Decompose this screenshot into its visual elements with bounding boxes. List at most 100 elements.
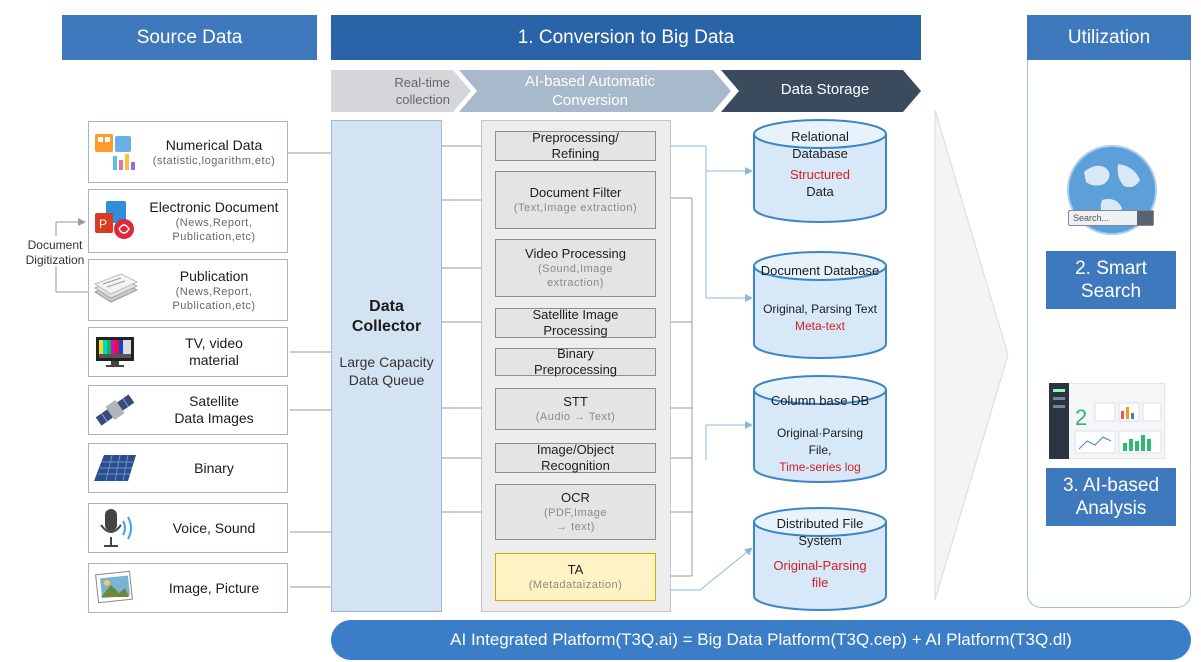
paper-stack-icon [89, 272, 141, 308]
distributed-fs-label: Distributed File System Original-Parsing… [752, 515, 888, 591]
calculator-chart-icon [89, 132, 141, 172]
photo-icon [89, 569, 141, 607]
relational-db-cylinder [753, 119, 887, 223]
stage-storage-shape [721, 70, 921, 112]
search-input[interactable]: Search... [1068, 210, 1154, 226]
source-binary: Binary [88, 443, 288, 493]
process-title: Binary Preprocessing [533, 346, 618, 377]
microphone-icon [89, 507, 141, 549]
source-title: Electronic Document [149, 198, 279, 215]
process-satellite-image: Satellite Image Processing [495, 307, 656, 338]
db-title: Distributed File System [776, 516, 864, 548]
stage-storage: Data Storage [740, 81, 910, 101]
source-tv-video: TV, video material [88, 327, 288, 377]
header-conversion-label: 1. Conversion to Big Data [517, 26, 735, 48]
source-title: Numerical Data [165, 136, 263, 153]
process-subtitle: (Metadataization) [528, 579, 623, 591]
tv-monitor-icon [89, 335, 141, 369]
source-numerical-data: Numerical Data (statistic,logarithm,etc) [88, 121, 288, 183]
db-red-text: Time-series log [779, 460, 861, 474]
header-conversion: 1. Conversion to Big Data [331, 15, 921, 60]
process-title: Satellite Image Processing [532, 307, 619, 338]
process-ta: TA (Metadataization) [495, 553, 656, 601]
footer-platform-banner: AI Integrated Platform(T3Q.ai) = Big Dat… [331, 620, 1191, 660]
stage-ai-line2: Conversion [552, 92, 628, 109]
source-publication: Publication (News,Report, Publication,et… [88, 259, 288, 321]
office-documents-icon: P [89, 199, 141, 243]
process-title: STT [563, 394, 588, 409]
process-title: Image/Object Recognition [536, 442, 615, 473]
document-digitization-label: Document Digitization [14, 238, 96, 268]
stage-ai-shape [459, 70, 731, 112]
smart-search-button[interactable]: 2. Smart Search [1046, 251, 1176, 309]
process-subtitle: (PDF,Image → text) [543, 507, 608, 533]
stage-realtime: Real-time collection [340, 74, 450, 110]
process-document-filter: Document Filter (Text,Image extraction) [495, 171, 656, 229]
svg-text:2: 2 [1075, 405, 1087, 430]
db-red-text: Original-Parsing file [773, 558, 867, 590]
data-collector: Data Collector Large Capacity Data Queue [331, 120, 442, 612]
source-title: Voice, Sound [172, 519, 256, 536]
search-placeholder: Search... [1073, 213, 1110, 223]
process-image-recognition: Image/Object Recognition [495, 442, 656, 473]
utilization-chevron [934, 109, 1009, 601]
satellite-icon [89, 390, 141, 430]
document-db-cylinder [753, 251, 887, 359]
db-extra-text: Original·Parsing File, [776, 426, 864, 457]
collector-subtitle: Large Capacity Data Queue [339, 354, 434, 388]
process-title: Document Filter [529, 185, 622, 200]
stage-realtime-line1: Real-time [394, 75, 450, 90]
stage-storage-label: Data Storage [780, 81, 870, 98]
stage-chevrons [331, 70, 921, 112]
source-subtitle: (News,Report, Publication,etc) [172, 216, 256, 243]
source-title: Satellite Data Images [174, 393, 254, 426]
process-video-processing: Video Processing (Sound,Image extraction… [495, 239, 656, 297]
collector-title: Data Collector [351, 298, 422, 335]
source-satellite: Satellite Data Images [88, 385, 288, 435]
column-db-label: Column base DB Original·Parsing File, Ti… [752, 392, 888, 476]
stage-realtime-shape [331, 70, 471, 112]
process-title: Video Processing [525, 246, 626, 261]
source-electronic-document: P Electronic Document (News,Report, Publ… [88, 189, 288, 253]
process-subtitle: (Text,Image extraction) [513, 202, 638, 214]
source-voice-sound: Voice, Sound [88, 503, 288, 553]
side-label-line2: Digitization [25, 253, 85, 267]
header-source-label: Source Data [136, 26, 243, 48]
process-ocr: OCR (PDF,Image → text) [495, 484, 656, 540]
search-icon[interactable] [1137, 211, 1153, 225]
header-utilization-label: Utilization [1067, 26, 1151, 48]
db-title: Column base DB [770, 393, 870, 408]
db-extra-text: Data [806, 184, 834, 199]
process-binary: Binary Preprocessing [495, 346, 656, 377]
source-subtitle: (statistic,logarithm,etc) [152, 154, 276, 167]
stage-ai: AI-based Automatic Conversion [490, 72, 690, 110]
side-label-line1: Document [27, 238, 83, 252]
column-db-cylinder [753, 375, 887, 483]
db-title: Document Database [760, 263, 880, 278]
process-subtitle: (Audio → Text) [535, 411, 616, 423]
stage-realtime-line2: collection [395, 92, 450, 107]
footer-text: AI Integrated Platform(T3Q.ai) = Big Dat… [450, 630, 1072, 649]
ai-analysis-button[interactable]: 3. AI-based Analysis [1046, 468, 1176, 526]
source-title: Binary [194, 459, 234, 476]
header-source-data: Source Data [62, 15, 317, 60]
stage-ai-line1: AI-based Automatic [524, 73, 656, 90]
process-stt: STT (Audio → Text) [495, 388, 656, 430]
solar-panel-icon [89, 453, 141, 483]
db-extra-text: Original, Parsing Text [763, 302, 877, 316]
header-utilization: Utilization [1027, 15, 1191, 60]
document-db-label: Document Database Original, Parsing Text… [752, 262, 888, 335]
process-title: OCR [561, 490, 590, 505]
process-subtitle: (Sound,Image extraction) [537, 263, 614, 289]
dashboard-thumbnail-icon: 2 [1049, 383, 1165, 459]
process-preprocessing: Preprocessing/ Refining [495, 130, 656, 161]
svg-text:P: P [99, 217, 107, 231]
source-subtitle: (News,Report, Publication,etc) [172, 285, 256, 312]
db-red-text: Meta-text [794, 319, 845, 333]
db-title: Relational Database [791, 129, 849, 161]
process-title: TA [567, 562, 584, 577]
source-title: Publication [179, 267, 249, 284]
distributed-fs-cylinder [753, 507, 887, 611]
source-title: TV, video material [185, 335, 243, 368]
source-title: Image, Picture [168, 579, 260, 596]
